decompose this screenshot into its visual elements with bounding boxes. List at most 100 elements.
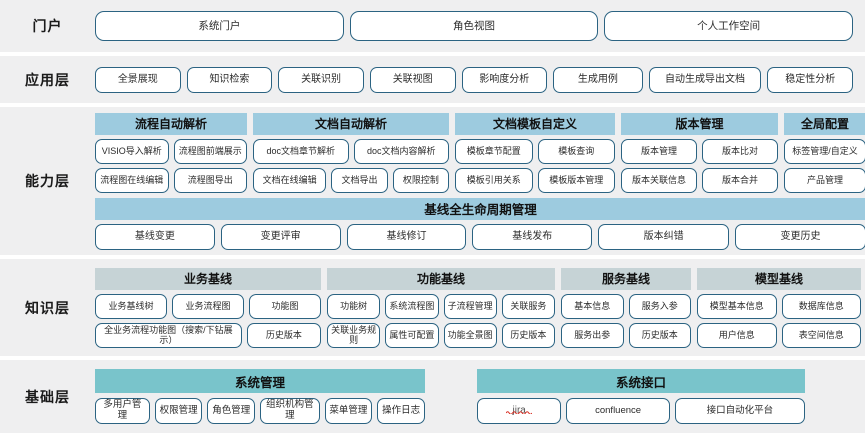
capability-pill[interactable]: 历史版本 bbox=[628, 322, 691, 348]
capability-pill[interactable]: 基线修订 bbox=[346, 223, 467, 250]
capability-pill[interactable]: 历史版本 bbox=[246, 322, 321, 348]
capability-pill[interactable]: 业务基线树 bbox=[95, 293, 167, 319]
capability-pill[interactable]: 功能图 bbox=[249, 293, 321, 319]
capability-pill[interactable]: 自动生成导出文档 bbox=[648, 66, 762, 93]
capability-pill[interactable]: 标签管理/自定义 bbox=[784, 138, 865, 164]
capability-pill[interactable]: 生成用例 bbox=[553, 66, 643, 93]
group-row: VISIO导入解析流程图前端展示 bbox=[95, 138, 247, 164]
pill-label: 数据库信息 bbox=[798, 300, 844, 311]
capability-pill[interactable]: 系统流程图 bbox=[385, 293, 439, 319]
pill-label: 角色管理 bbox=[212, 404, 251, 416]
pill-label: 关联视图 bbox=[392, 73, 433, 85]
capability-pill[interactable]: 版本关联信息 bbox=[621, 167, 697, 193]
pill-label: 基本信息 bbox=[574, 300, 611, 311]
capability-pill[interactable]: 权限控制 bbox=[392, 167, 449, 193]
bottom-group-title: 系统接口 bbox=[477, 369, 805, 393]
capability-pill[interactable]: 流程图导出 bbox=[173, 167, 247, 193]
capability-pill[interactable]: confluence bbox=[566, 398, 670, 424]
capability-pill[interactable]: 关联识别 bbox=[278, 66, 364, 93]
capability-pill[interactable]: 操作日志 bbox=[377, 398, 426, 424]
capability-pill[interactable]: 多用户管理 bbox=[95, 398, 150, 424]
pill-label: 系统流程图 bbox=[389, 300, 435, 311]
capability-pill[interactable]: VISIO导入解析 bbox=[95, 138, 169, 164]
pill-label: 操作日志 bbox=[382, 404, 421, 416]
capability-pill[interactable]: 稳定性分析 bbox=[767, 66, 854, 93]
capability-pill[interactable]: 模板章节配置 bbox=[455, 138, 533, 164]
capability-pill[interactable]: 系统门户 bbox=[95, 11, 344, 41]
pill-label: 版本纠错 bbox=[643, 230, 684, 242]
capability-pill[interactable]: jira bbox=[477, 398, 562, 424]
capability-pill[interactable]: 模板查询 bbox=[537, 138, 615, 164]
pill-label: 关联识别 bbox=[301, 73, 342, 85]
capability-pill[interactable]: 服务入参 bbox=[628, 293, 691, 319]
pill-label: 子流程管理 bbox=[447, 300, 493, 311]
pill-label: 服务出参 bbox=[574, 329, 611, 340]
group-row: 版本关联信息版本合并 bbox=[621, 167, 778, 193]
capability-pill[interactable]: 服务出参 bbox=[561, 322, 624, 348]
capability-pill[interactable]: 组织机构管理 bbox=[260, 398, 320, 424]
capability-pill[interactable]: 权限管理 bbox=[154, 398, 203, 424]
jira-label: jira bbox=[506, 405, 533, 417]
capability-pill[interactable]: 功能全景图 bbox=[443, 322, 497, 348]
capability-pill[interactable]: 影响度分析 bbox=[461, 66, 548, 93]
pill-label: 知识检索 bbox=[209, 73, 250, 85]
pill-label: 基线发布 bbox=[512, 230, 553, 242]
capability-pill[interactable]: 文档在线编辑 bbox=[253, 167, 327, 193]
capability-pill[interactable]: 表空间信息 bbox=[781, 322, 861, 348]
capability-pill[interactable]: 关联视图 bbox=[369, 66, 456, 93]
capability-pill[interactable]: 基本信息 bbox=[561, 293, 624, 319]
capability-pill[interactable]: 业务流程图 bbox=[172, 293, 244, 319]
capability-group: 模型基线模型基本信息数据库信息用户信息表空间信息 bbox=[697, 267, 861, 348]
capability-pill[interactable]: 版本管理 bbox=[621, 138, 697, 164]
spellcheck-squiggle-icon bbox=[506, 410, 533, 414]
capability-pill[interactable]: 模板引用关系 bbox=[455, 167, 533, 193]
pill-label: 关联服务 bbox=[510, 300, 547, 311]
capability-pill[interactable]: 个人工作空间 bbox=[604, 11, 854, 41]
capability-pill[interactable]: 子流程管理 bbox=[443, 293, 497, 319]
layer-row: 知识层业务基线业务基线树业务流程图功能图全业务流程功能图（搜索/下钻展示）历史版… bbox=[0, 259, 865, 356]
capability-pill[interactable]: 模板版本管理 bbox=[537, 167, 615, 193]
capability-pill[interactable]: 基线发布 bbox=[472, 223, 593, 250]
capability-pill[interactable]: 流程图在线编辑 bbox=[95, 167, 169, 193]
capability-pill[interactable]: 版本纠错 bbox=[598, 223, 730, 250]
capability-pill[interactable]: doc文档内容解析 bbox=[353, 138, 449, 164]
capability-pill[interactable]: 菜单管理 bbox=[324, 398, 373, 424]
capability-pill[interactable]: 基线变更 bbox=[95, 223, 215, 250]
capability-pill[interactable]: 产品管理 bbox=[784, 167, 865, 193]
capability-pill[interactable]: 功能树 bbox=[327, 293, 381, 319]
capability-pill[interactable]: 用户信息 bbox=[697, 322, 777, 348]
capability-pill[interactable]: 版本合并 bbox=[702, 167, 778, 193]
capability-pill[interactable]: 模型基本信息 bbox=[697, 293, 777, 319]
pill-label: 版本管理 bbox=[640, 145, 677, 156]
capability-pill[interactable]: 关联服务 bbox=[501, 293, 555, 319]
pill-label: 多用户管理 bbox=[103, 399, 142, 421]
capability-pill[interactable]: 版本比对 bbox=[702, 138, 778, 164]
capability-pill[interactable]: 全业务流程功能图（搜索/下钻展示） bbox=[95, 322, 242, 348]
capability-pill[interactable]: 流程图前端展示 bbox=[173, 138, 247, 164]
pill-label: 全景展现 bbox=[117, 73, 158, 85]
layer-label: 应用层 bbox=[25, 71, 70, 88]
group-row: 模板引用关系模板版本管理 bbox=[455, 167, 615, 193]
group-title: 文档模板自定义 bbox=[455, 112, 615, 135]
capability-pill[interactable]: 属性可配置 bbox=[385, 322, 439, 348]
group-title: 服务基线 bbox=[561, 267, 691, 290]
capability-pill[interactable]: 全景展现 bbox=[95, 66, 181, 93]
group-row: 标签管理/自定义 bbox=[784, 138, 865, 164]
capability-pill[interactable]: 角色视图 bbox=[349, 11, 599, 41]
capability-pill[interactable]: 接口自动化平台 bbox=[674, 398, 805, 424]
capability-pill[interactable]: doc文档章节解析 bbox=[253, 138, 349, 164]
capability-pill[interactable]: 变更历史 bbox=[735, 223, 865, 250]
capability-pill[interactable]: 历史版本 bbox=[501, 322, 555, 348]
capability-pill[interactable]: 角色管理 bbox=[207, 398, 256, 424]
capability-pill[interactable]: 文档导出 bbox=[331, 167, 388, 193]
group-row: 模型基本信息 数据库信息 bbox=[697, 293, 861, 319]
pill-label: 权限控制 bbox=[402, 174, 439, 185]
capability-pill[interactable]: 知识检索 bbox=[186, 66, 273, 93]
capability-pill[interactable]: 数据库信息 bbox=[781, 293, 861, 319]
group-row: 全业务流程功能图（搜索/下钻展示）历史版本 bbox=[95, 322, 321, 348]
capability-pill[interactable]: 变更评审 bbox=[220, 223, 341, 250]
capability-pill[interactable]: 关联业务规则 bbox=[327, 322, 381, 348]
